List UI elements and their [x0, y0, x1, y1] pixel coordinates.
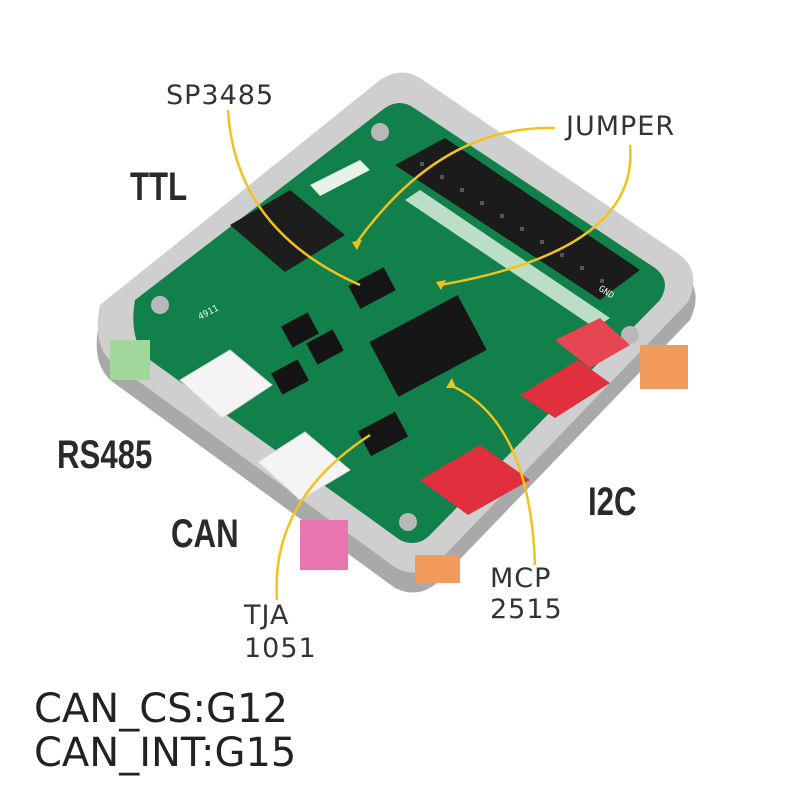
side-port — [415, 555, 460, 583]
i2c-connector — [420, 445, 530, 515]
label-tja1051: TJA 1051 — [244, 599, 317, 665]
label-can: CAN — [171, 512, 239, 556]
label-jumper: JUMPER — [566, 111, 676, 142]
side-port — [640, 345, 688, 389]
callout-sp3485 — [226, 109, 361, 287]
callout-jumper-2 — [439, 144, 632, 287]
pin-info-can-cs: CAN_CS:G12 — [34, 686, 288, 732]
sp3485-chip — [348, 267, 396, 309]
mount-hole — [371, 123, 389, 141]
mount-hole — [621, 326, 639, 344]
mount-hole — [151, 296, 169, 314]
tja1051-chip — [357, 411, 409, 457]
label-mcp2515: MCP 2515 — [490, 563, 563, 625]
silk-strip — [405, 190, 610, 328]
callout-tja — [275, 433, 371, 601]
label-mcp2515-line2: 2515 — [490, 594, 563, 625]
label-tja1051-line1: TJA — [244, 600, 290, 631]
pcb-board — [133, 103, 665, 544]
can-connector — [257, 431, 351, 501]
callout-arrowheads — [352, 240, 456, 388]
diode — [306, 329, 344, 365]
i2c-connector — [520, 360, 610, 418]
diode — [271, 359, 309, 395]
callout-lines — [226, 109, 632, 601]
label-rs485: RS485 — [57, 433, 153, 477]
diode — [281, 312, 319, 348]
uart-silk — [310, 160, 370, 196]
mount-hole — [399, 513, 417, 531]
label-sp3485: SP3485 — [166, 80, 275, 111]
mcp2515-chip — [369, 295, 487, 397]
ttl-jumper-header — [230, 190, 345, 272]
label-mcp2515-line1: MCP — [490, 563, 552, 594]
callout-mcp — [449, 383, 537, 566]
i2c-connector — [555, 318, 630, 368]
label-i2c: I2C — [588, 480, 637, 524]
rs485-connector — [179, 349, 273, 419]
side-port — [110, 340, 150, 380]
callout-jumper-1 — [353, 126, 556, 246]
pin-info-can-int: CAN_INT:G15 — [34, 730, 297, 776]
label-tja1051-line2: 1051 — [244, 633, 317, 664]
header-pins — [420, 162, 604, 283]
label-ttl: TTL — [130, 165, 188, 209]
pin-header — [395, 138, 640, 300]
side-port — [300, 520, 348, 570]
